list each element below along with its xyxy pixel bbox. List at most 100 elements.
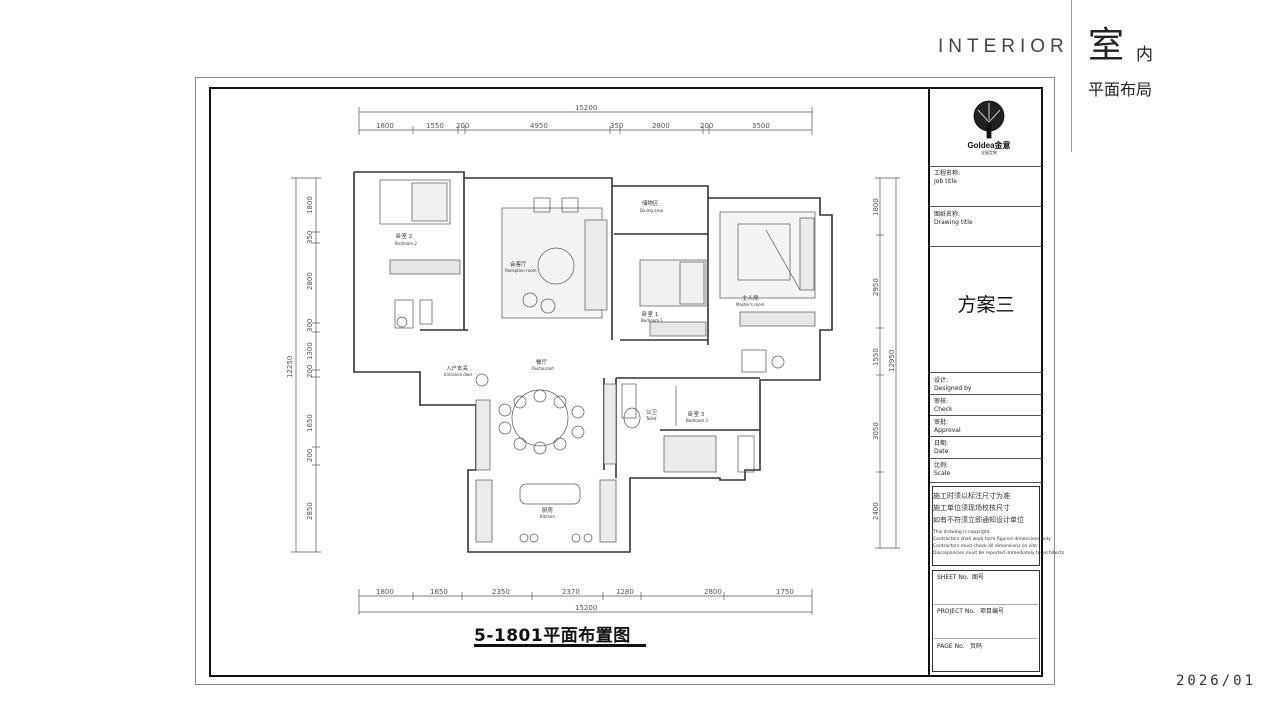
header-divider [1071,0,1072,152]
dim-left-6: 1650 [306,414,314,432]
tb-project-no-label: PROJECT No. [937,608,975,615]
right-dimension-lines [875,177,900,549]
tb-project-no-value: 项目编号 [980,608,1005,615]
dim-left-1: 350 [306,231,314,244]
right-dimension-text: 1800 2950 1550 3050 2400 12950 [872,198,896,520]
tb-sheet-no-label: SHEET No. [937,574,969,581]
plan-title-underline [474,644,646,647]
label-kitchen-en: Kitchen [540,514,555,519]
label-reception-en: Reception room [505,268,537,273]
label-kitchen-cn: 厨房 [542,506,554,514]
tb-separator [930,246,1042,247]
dim-left-2: 2800 [306,272,314,290]
tb-separator [930,394,1042,395]
tb-date-en: Date [934,448,949,455]
dim-top-1: 1550 [426,122,444,130]
dim-bottom-5: 2800 [704,588,722,596]
label-reception-cn: 会客厅 [510,260,527,268]
dim-left-5: 200 [306,365,314,378]
tb-design-cn: 设计: [934,377,949,384]
title-block-divider [928,87,930,677]
label-toilet-cn: 公卫 [646,409,658,416]
tb-check-en: Check [934,406,953,413]
dim-top-2: 200 [456,122,469,130]
dim-right-0: 1800 [872,198,880,216]
tb-page-no-value: 页码 [970,643,983,650]
footer-date: 2026/01 [1176,673,1257,689]
header-subtitle: 平面布局 [1088,80,1153,99]
label-bedroom1-en: Bedroom 1 [641,318,663,323]
dim-left-0: 1800 [306,196,314,214]
tb-note-en-3: Contractors must check all dimensions on… [933,544,1038,549]
kitchen-furniture [475,383,617,543]
room-labels: 卧室 2 Bedroom 2 会客厅 Reception room 储物区 Di… [395,199,765,519]
tb-job-title-en: Job title [934,178,957,185]
dimension-text: 15200 1800 1550 200 4950 350 2800 200 35… [376,104,794,612]
logo-tree-icon [973,100,1005,139]
label-restaurant-en: Restaurant [532,366,554,371]
tb-note-cn-2: 施工单位须现场校核尺寸 [933,504,1010,512]
left-dimension-text: 12250 1800 350 2800 300 1300 200 1650 20… [286,196,314,520]
tb-job-title-cn: 工程名称: [934,170,961,177]
label-entrance-cn: 入户玄关 [446,364,469,372]
header-english-title: INTERIOR [938,36,1069,57]
tb-sheet-info-box [932,570,1040,672]
dim-left-total: 12250 [286,356,294,378]
tb-drawing-title-cn: 图纸名称: [934,211,961,218]
tb-separator [930,482,1042,483]
dim-bottom-3: 2370 [562,588,580,596]
left-dimension-lines [291,177,321,553]
label-dining-area-en: Dining area [640,208,664,213]
toilet-bedroom-3-furniture [621,383,755,473]
dim-top-5: 2800 [652,122,670,130]
tb-separator [930,166,1042,167]
tb-scheme-name: 方案三 [957,294,1015,316]
label-bedroom3-en: Bedroom 3 [686,418,708,423]
dim-top-4: 350 [610,122,623,130]
tb-design-en: Designed by [934,385,972,392]
logo-subtext: 全屋定制 [981,150,997,155]
bedroom-1-furniture [639,259,707,337]
tb-separator [930,372,1042,373]
tb-separator [930,206,1042,207]
sheet-inner-frame [209,87,1043,677]
dim-left-8: 2850 [306,502,314,520]
master-room-furniture [719,211,816,373]
dim-top-3: 4950 [530,122,548,130]
dim-right-3: 3050 [872,422,880,440]
label-toilet-en: Toilet [645,416,657,421]
label-master-cn: 主人房 [742,294,759,302]
dim-bottom-4: 1280 [616,588,634,596]
tb-sheet-no-value: 图号 [972,574,985,581]
dim-left-3: 300 [306,319,314,332]
dim-bottom-0: 1800 [376,588,394,596]
tb-note-cn-3: 如有不符须立即通知设计单位 [933,516,1024,524]
tb-note-en-4: Discrepancies must be reported immediate… [933,551,1065,556]
dim-bottom-6: 1750 [776,588,794,596]
dim-top-0: 1800 [376,122,394,130]
dim-left-4: 1300 [306,342,314,360]
bedroom-2-furniture [379,179,461,329]
tb-note-en-1: This drawing is copyright. [933,530,991,535]
tb-page-no-label: PAGE No. [937,643,965,650]
bottom-dimension-lines [358,589,813,615]
tb-date-cn: 日期: [934,440,949,447]
tb-scale-en: Scale [934,470,951,477]
plan-title: 5-1801平面布置图 [474,626,631,646]
dim-left-7: 200 [306,449,314,462]
tb-approval-en: Approval [934,427,961,434]
dim-bottom-2: 2350 [492,588,510,596]
header-big-char: 室 [1088,25,1125,66]
top-dimension-lines [358,107,813,135]
dim-right-1: 2950 [872,278,880,296]
label-master-en: Master's room [736,302,765,307]
label-entrance-en: Entrance door [444,372,473,377]
dim-top-total: 15200 [575,104,597,112]
dim-right-2: 1550 [872,348,880,366]
tb-separator [934,638,1038,639]
dim-right-4: 2400 [872,502,880,520]
dim-bottom-1: 1650 [430,588,448,596]
tb-separator [934,604,1038,605]
tb-check-cn: 审核: [934,398,949,405]
